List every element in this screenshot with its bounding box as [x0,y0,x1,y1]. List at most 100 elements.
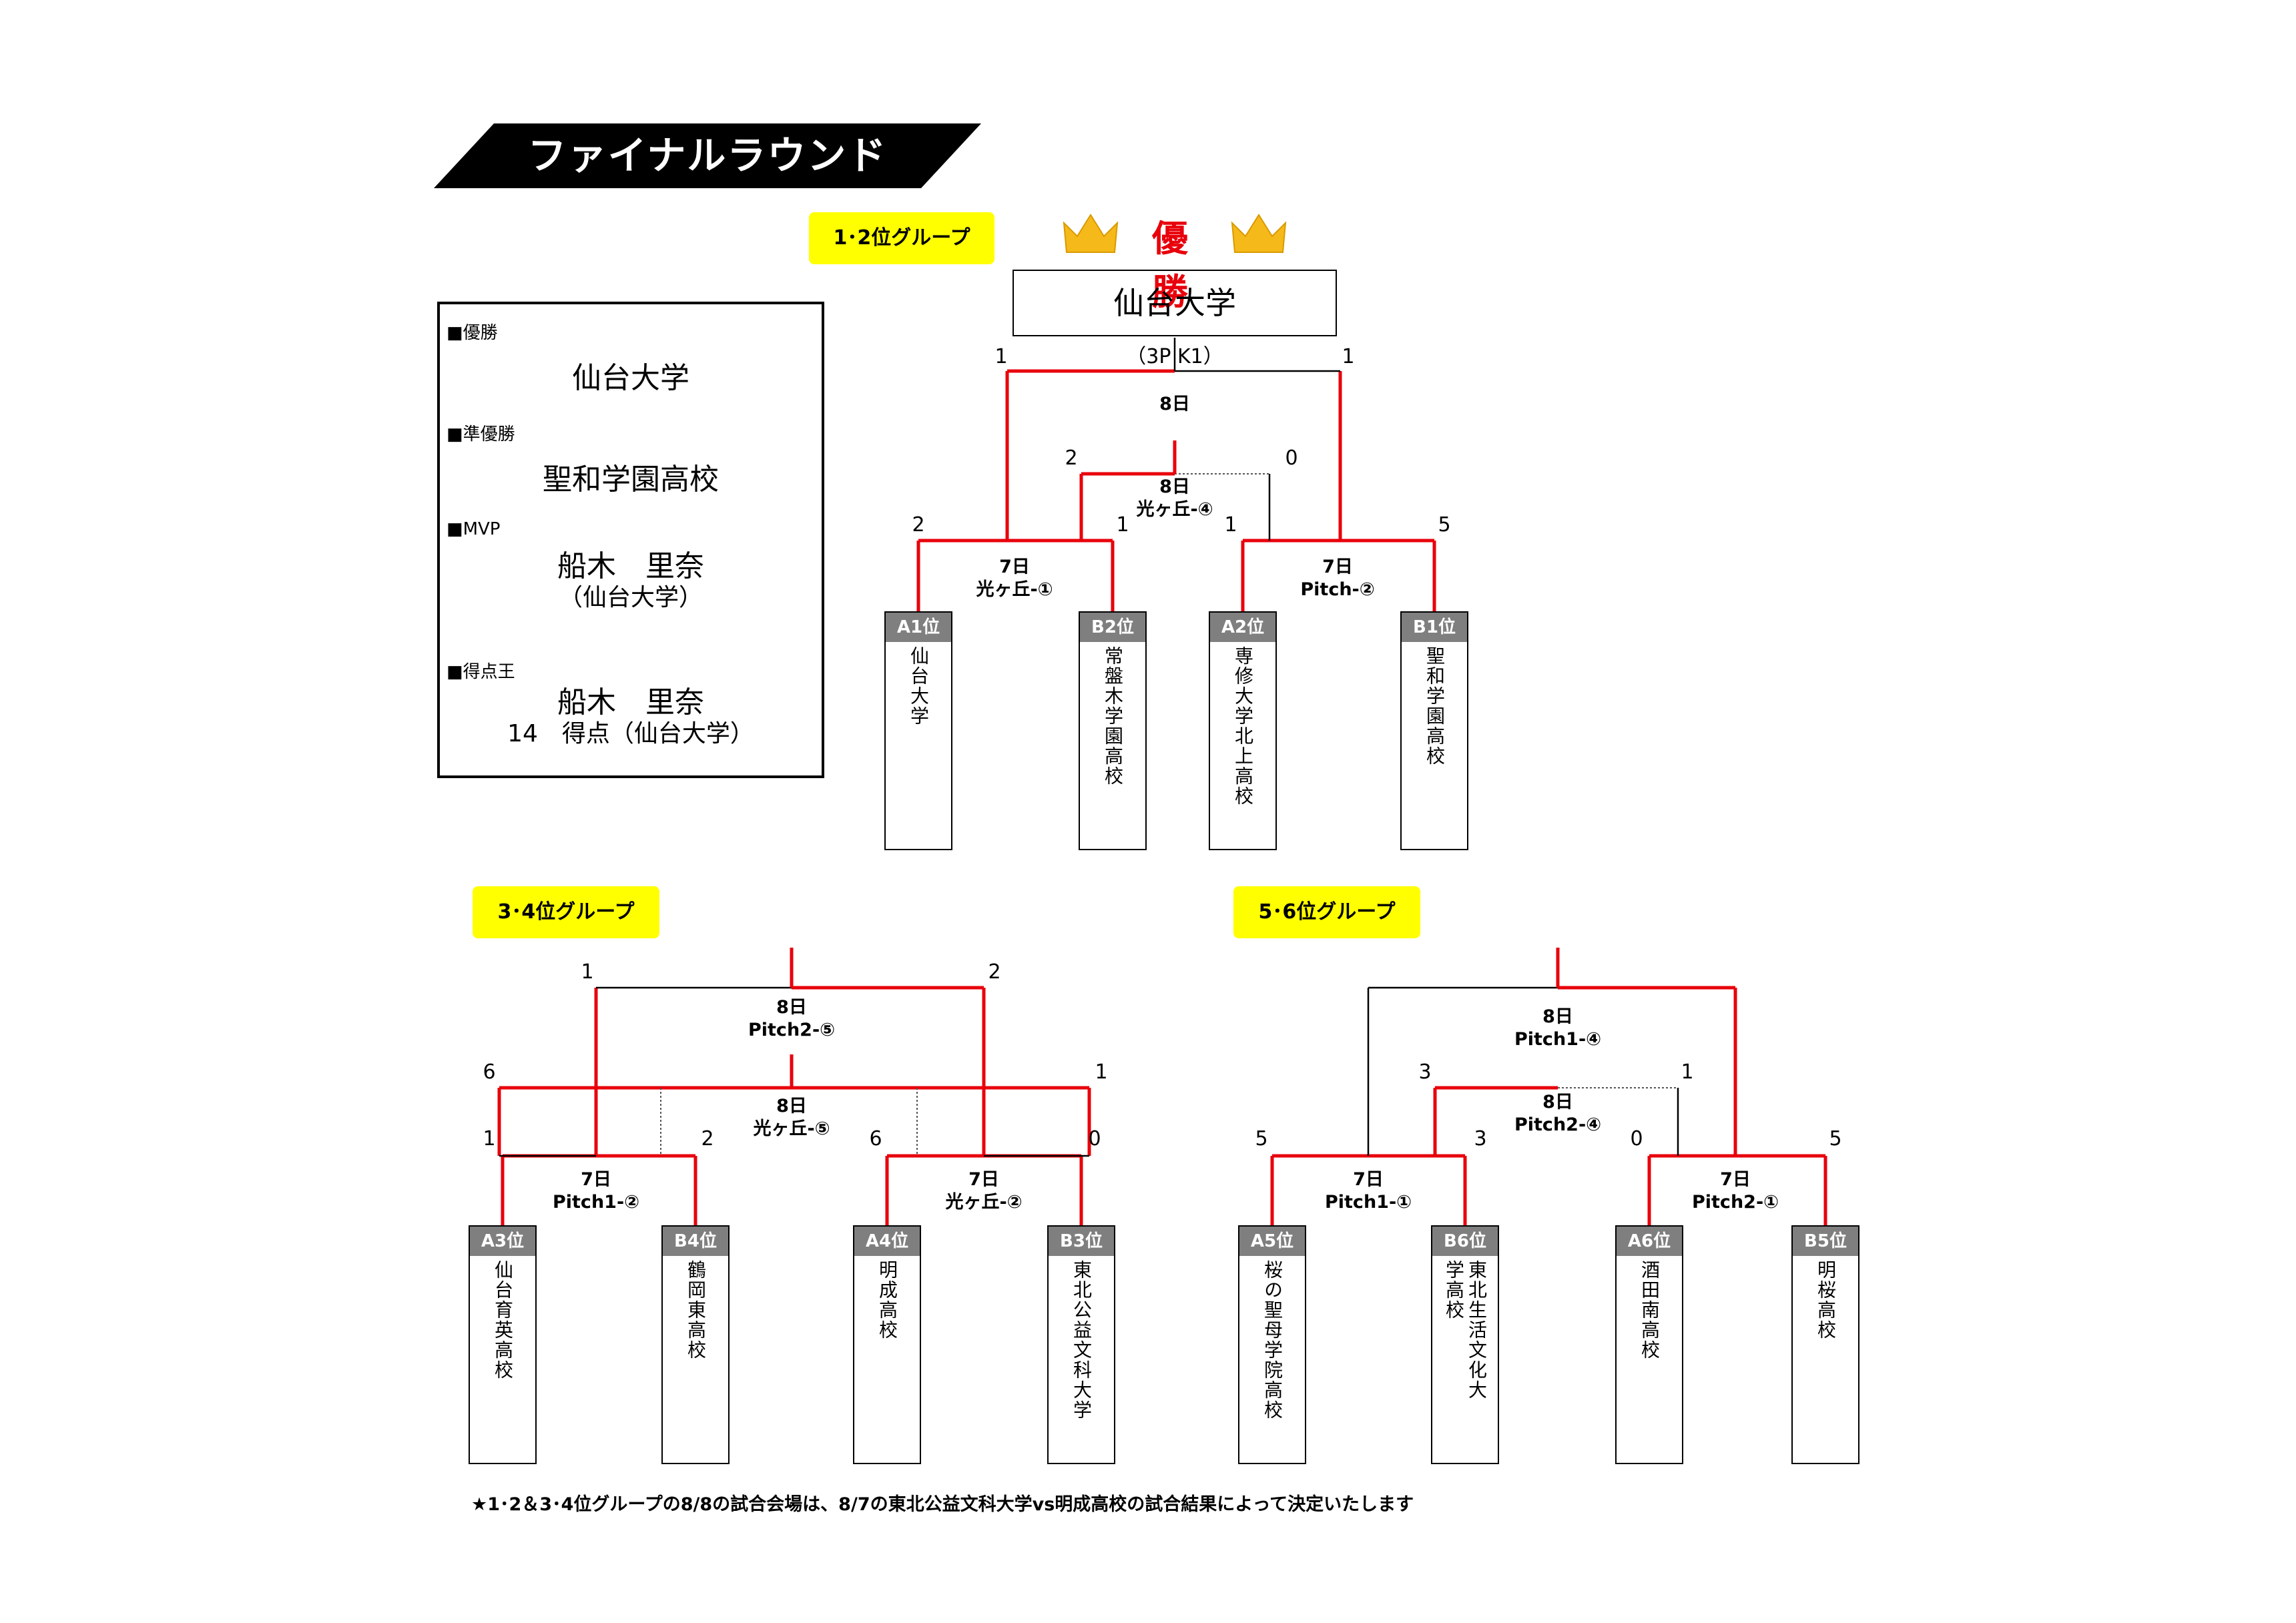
crown-icon [1231,214,1287,253]
score: 3 [1474,1127,1486,1151]
match-venue: Pitch2-① [1692,1192,1779,1213]
team-box: B6位東北生活文化大学高校 [1431,1225,1499,1464]
score: 6 [483,1060,495,1084]
match-venue: 光ヶ丘-① [975,579,1053,600]
team-box: A6位酒田南高校 [1615,1225,1683,1464]
group-label-12: 1･2位グループ [809,212,994,264]
team-seed: A6位 [1617,1227,1682,1256]
team-box: B3位東北公益文科大学 [1047,1225,1115,1464]
team-box: A1位仙台大学 [884,611,952,850]
award-label-mvp: ■MVP [447,519,501,539]
group-label-34: 3･4位グループ [473,886,659,938]
group-label-56: 5･6位グループ [1233,886,1420,938]
score: 2 [988,960,1000,984]
team-seed: B6位 [1432,1227,1498,1256]
team-box: B1位聖和学園高校 [1400,611,1468,850]
award-label-runner-up: ■準優勝 [447,424,515,444]
champion-label: 優 勝 [1152,218,1197,313]
footnote: ★1･2＆3･4位グループの8/8の試合会場は、8/7の東北公益文科大学vs明成… [471,1494,1414,1515]
match-venue: Pitch1-④ [1514,1029,1601,1050]
team-box: A2位専修大学北上高校 [1209,611,1277,850]
score: 2 [1065,446,1077,470]
score: 1 [994,345,1007,368]
score: 5 [1255,1127,1267,1151]
team-box: A5位桜の聖母学院高校 [1238,1225,1306,1464]
team-name: 東北公益文科大学 [1071,1260,1093,1420]
team-seed: A3位 [470,1227,535,1256]
team-seed: A1位 [886,613,951,642]
team-box: B5位明桜高校 [1791,1225,1859,1464]
score: 5 [1438,513,1450,537]
match-day: 8日 [1159,394,1190,414]
award-runner-up: 聖和学園高校 [543,462,719,497]
awards-box: ■優勝 仙台大学 ■準優勝 聖和学園高校 ■MVP 船木 里奈 （仙台大学） ■… [437,302,824,778]
award-scorer: 船木 里奈 [557,685,704,719]
score: 1 [1342,345,1354,368]
team-seed: B3位 [1049,1227,1114,1256]
team-box: A3位仙台育英高校 [469,1225,537,1464]
title-banner: ファイナルラウンド [434,123,981,188]
score: 0 [1630,1127,1643,1151]
score: 3 [1418,1060,1431,1084]
match-day: 8日 [1542,1006,1573,1027]
team-box: A4位明成高校 [853,1225,921,1464]
team-seed: B1位 [1402,613,1467,642]
match-day: 8日 [776,1096,807,1116]
match-venue: 光ヶ丘-⑤ [752,1118,830,1139]
team-seed: A4位 [854,1227,920,1256]
team-name: 常盤木学園高校 [1102,646,1124,786]
page-title: ファイナルラウンド [527,133,888,178]
score: 2 [701,1127,713,1151]
team-name: 明成高校 [876,1260,898,1340]
pk-note: （3P K1） [1126,345,1223,368]
title-banner-shape [434,123,981,188]
team-name: 仙台大学 [908,646,930,726]
match-day: 7日 [1353,1169,1384,1190]
team-box: B2位常盤木学園高校 [1079,611,1147,850]
score: 0 [1088,1127,1101,1151]
champion-box: 仙台大学 [1013,270,1337,336]
match-venue: Pitch-② [1300,579,1374,600]
team-seed: B4位 [663,1227,728,1256]
match-venue: 光ヶ丘-④ [1135,499,1213,520]
score: 1 [581,960,593,984]
team-seed: B5位 [1793,1227,1858,1256]
team-name: 東北生活文化大学高校 [1443,1260,1488,1400]
score: 0 [1285,446,1298,470]
score: 1 [1224,513,1237,537]
match-venue: Pitch1-① [1325,1192,1412,1213]
award-mvp: 船木 里奈 [557,549,704,583]
score: 1 [1095,1060,1107,1084]
score: 5 [1829,1127,1841,1151]
team-seed: B2位 [1080,613,1145,642]
team-seed: A2位 [1210,613,1275,642]
team-name: 酒田南高校 [1639,1260,1661,1360]
score: 2 [912,513,924,537]
score: 1 [483,1127,495,1151]
award-scorer-detail: 14 得点（仙台大学） [507,720,754,747]
match-day: 7日 [1720,1169,1751,1190]
match-day: 7日 [999,557,1030,577]
match-venue: 光ヶ丘-② [944,1192,1022,1213]
award-label-scorer: ■得点王 [447,662,515,682]
score: 1 [1681,1060,1693,1084]
team-name: 専修大学北上高校 [1232,646,1254,806]
team-name: 鶴岡東高校 [685,1260,707,1360]
match-day: 8日 [776,997,807,1018]
score: 1 [1116,513,1129,537]
team-seed: A5位 [1239,1227,1305,1256]
match-day: 8日 [1159,476,1190,497]
team-name: 明桜高校 [1815,1260,1837,1340]
team-name: 聖和学園高校 [1424,646,1446,766]
match-day: 7日 [581,1169,611,1190]
award-champion: 仙台大学 [572,361,689,395]
team-box: B4位鶴岡東高校 [661,1225,730,1464]
award-label-champion: ■優勝 [447,323,498,343]
score: 6 [869,1127,882,1151]
match-venue: Pitch2-④ [1514,1114,1601,1135]
crown-icon [1063,214,1119,253]
award-mvp-team: （仙台大学） [558,584,703,611]
team-name: 仙台育英高校 [492,1260,514,1380]
match-venue: Pitch2-⑤ [748,1020,835,1040]
